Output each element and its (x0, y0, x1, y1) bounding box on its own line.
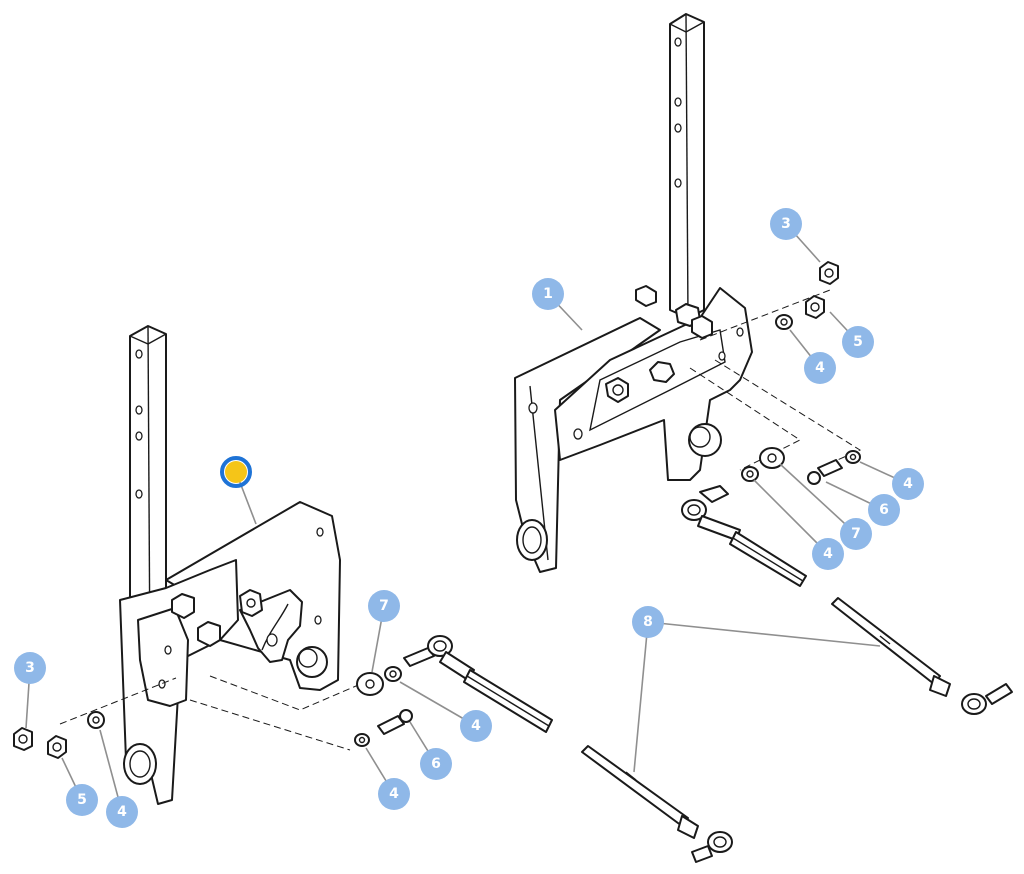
right-vertical-tube (669, 13, 705, 319)
right-assembly-line-upper (699, 289, 831, 341)
callout-label: 3 (781, 216, 791, 232)
callout-label: 3 (25, 660, 35, 676)
left-assembly-line-upper (59, 677, 177, 725)
callout-1: 1 (532, 278, 564, 310)
callout-label: 4 (389, 786, 399, 802)
callout-label: 6 (879, 502, 889, 518)
left-assembly-line-far (189, 699, 351, 751)
right-plate-bolts (605, 285, 713, 403)
callout-label: 4 (815, 360, 825, 376)
callout-5-right: 5 (842, 326, 874, 358)
rod-upper (831, 597, 1013, 715)
callout-4-right-far: 4 (892, 468, 924, 500)
callout-7-right: 7 (840, 518, 872, 550)
callout-label: 4 (117, 804, 127, 820)
right-loose-hardware (741, 261, 861, 485)
callout-4-left-upper: 4 (460, 710, 492, 742)
callout-8: 8 (632, 606, 664, 638)
callout-label: 6 (431, 756, 441, 772)
left-plate-bolts (171, 589, 263, 647)
callout-label: 4 (903, 476, 913, 492)
rod-lower (581, 745, 733, 863)
callout-label: 5 (853, 334, 863, 350)
callout-6-left: 6 (420, 748, 452, 780)
callout-label: 7 (851, 526, 861, 542)
right-rod-end (681, 485, 807, 587)
callout-3-left: 3 (14, 652, 46, 684)
left-bracket-assembly (13, 325, 553, 805)
callout-4-left-washer: 4 (106, 796, 138, 828)
callout-3-right: 3 (770, 208, 802, 240)
callout-4-left-lower: 4 (378, 778, 410, 810)
left-loose-hardware (13, 666, 413, 759)
left-assembly-line-lower (209, 675, 371, 711)
callout-4-right-upper: 4 (804, 352, 836, 384)
right-main-plate (554, 287, 753, 481)
callout-4-right-lower: 4 (812, 538, 844, 570)
callout-label: 7 (379, 598, 389, 614)
right-side-plate (514, 317, 661, 573)
callout-label: 4 (471, 718, 481, 734)
callout-label: 1 (543, 286, 553, 302)
right-bracket-assembly (514, 13, 862, 587)
left-rod-end (403, 635, 553, 733)
callout-label: 4 (823, 546, 833, 562)
callout-6-right: 6 (868, 494, 900, 526)
callout-7-left: 7 (368, 590, 400, 622)
callout-5-left: 5 (66, 784, 98, 816)
hotspot-marker[interactable] (220, 456, 252, 488)
callout-label: 8 (643, 614, 653, 630)
left-front-plate (119, 559, 239, 805)
callout-label: 5 (77, 792, 87, 808)
